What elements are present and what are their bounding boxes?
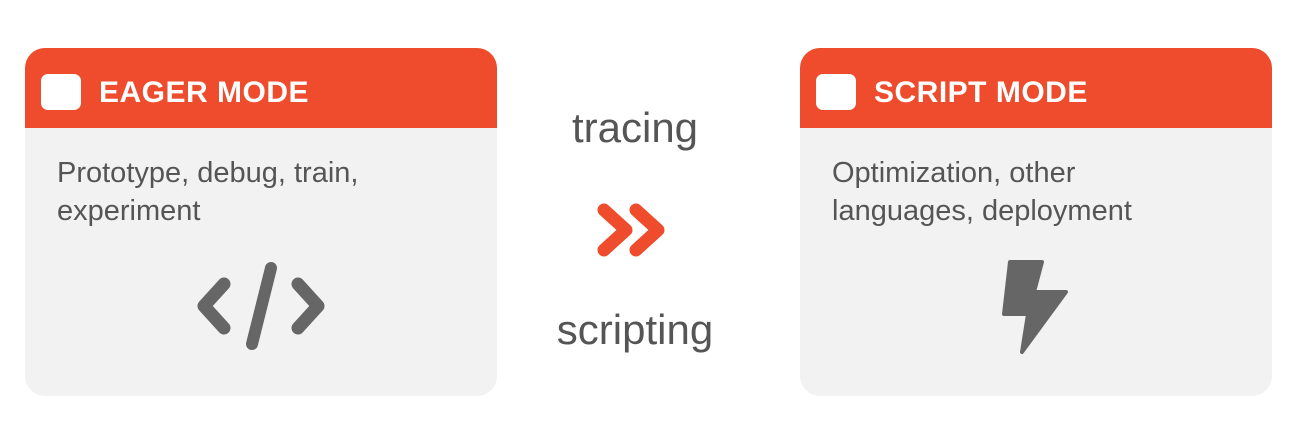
eager-mode-description: Prototype, debug, train, experiment xyxy=(57,154,477,230)
code-icon xyxy=(197,262,325,350)
script-mode-header: SCRIPT MODE xyxy=(800,48,1272,128)
header-square-icon xyxy=(816,74,856,110)
header-square-icon xyxy=(41,74,81,110)
script-mode-card: SCRIPT MODE Optimization, other language… xyxy=(800,48,1272,396)
script-mode-description-line: Optimization, other xyxy=(832,157,1076,189)
eager-mode-description-line: Prototype, debug, train, xyxy=(57,157,359,189)
script-mode-description-line: languages, deployment xyxy=(832,195,1132,227)
script-mode-title: SCRIPT MODE xyxy=(874,76,1088,109)
tracing-label: tracing xyxy=(571,104,699,151)
eager-mode-description-line: experiment xyxy=(57,195,201,227)
double-chevron-right-icon xyxy=(597,203,665,257)
eager-mode-header: EAGER MODE xyxy=(25,48,497,128)
eager-mode-title: EAGER MODE xyxy=(99,76,310,109)
eager-mode-card: EAGER MODE Prototype, debug, train, expe… xyxy=(25,48,497,396)
script-mode-description: Optimization, other languages, deploymen… xyxy=(832,154,1252,230)
scripting-label: scripting xyxy=(556,306,714,353)
lightning-bolt-icon xyxy=(1002,260,1068,354)
